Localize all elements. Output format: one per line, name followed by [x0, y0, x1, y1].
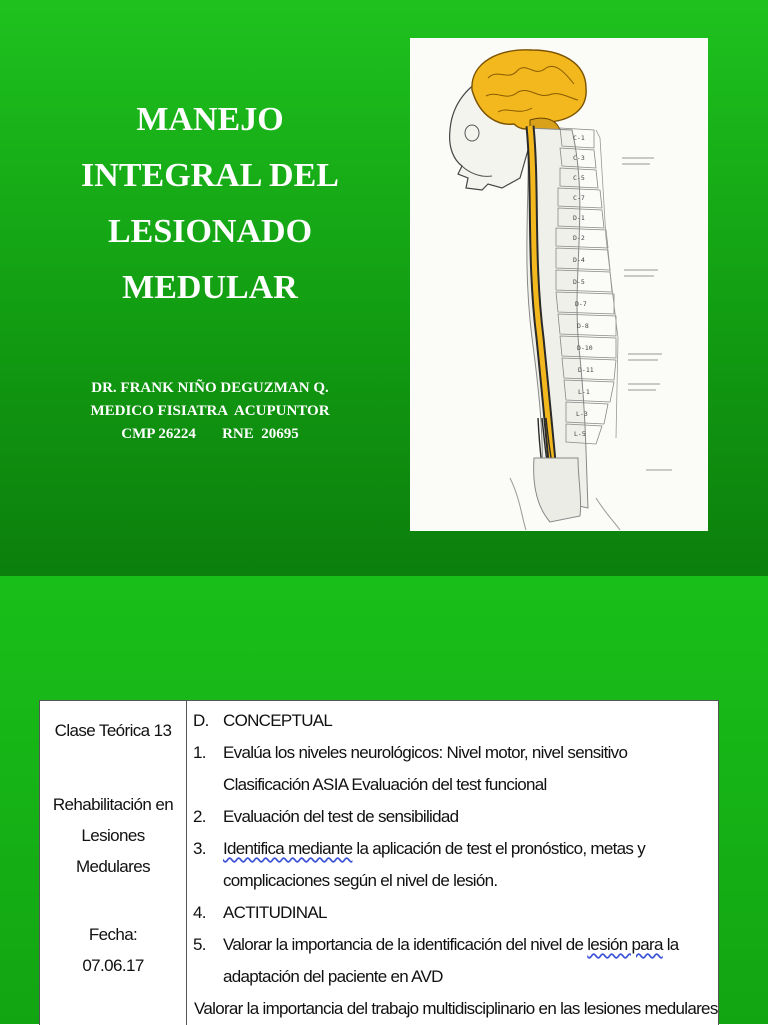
list-item: 3. Identifica mediante la aplicación de … [193, 833, 715, 897]
author-registration: CMP 26224 RNE 20695 [121, 426, 299, 442]
vertebra-label: D-4 [573, 256, 585, 264]
vertebra-label: L-5 [574, 430, 586, 438]
list-item: 2. Evaluación del test de sensibilidad [193, 801, 715, 833]
item-text: CONCEPTUAL [223, 711, 333, 730]
item-text-start: Valorar la importancia de la identificac… [223, 935, 588, 954]
date-label: Fecha: [88, 925, 138, 944]
slide-title: MANEJO INTEGRAL DEL LESIONADO MEDULAR [40, 92, 380, 316]
nerve-root-guide [595, 129, 619, 439]
spine-illustration: C-1 C-3 C-5 C-7 D-1 D-2 D-4 D-5 D-7 D-8 … [410, 38, 708, 531]
class-topic: Rehabilitación en Lesiones Medulares [40, 789, 186, 882]
class-objectives-table: Clase Teórica 13 Rehabilitación en Lesio… [39, 700, 719, 1025]
vertebra-label: D-5 [573, 278, 585, 286]
item-number: 4. [193, 903, 206, 922]
item-number: 2. [193, 807, 206, 826]
author-name: DR. FRANK NIÑO DEGUZMAN Q. [91, 380, 329, 396]
vertebra-label: D-11 [578, 366, 594, 374]
list-item: 5. Valorar la importancia de la identifi… [193, 929, 715, 993]
item-text: ACTITUDINAL [223, 903, 327, 922]
item-text: Evaluación del test de sensibilidad [223, 807, 459, 826]
spellcheck-underlined-text: lesión para [587, 935, 663, 954]
class-info-column: Clase Teórica 13 Rehabilitación en Lesio… [40, 701, 187, 1025]
vertebra-label: L-3 [576, 410, 588, 418]
author-title: MEDICO FISIATRA ACUPUNTOR [90, 403, 330, 419]
list-item: 4. ACTITUDINAL [193, 897, 715, 929]
objectives-list: D. CONCEPTUAL 1. Evalúa los niveles neur… [193, 705, 718, 1025]
sacrum [533, 457, 582, 523]
item-text: Valorar la importancia de la identificac… [223, 929, 715, 993]
brain-folds [485, 66, 579, 113]
item-text: Identifica mediante la aplicación de tes… [223, 833, 715, 897]
brain [471, 49, 587, 130]
item-text-rest: la aplicación de test el pronóstico, met… [223, 839, 646, 890]
class-date: Fecha: 07.06.17 [40, 919, 186, 981]
author-block: DR. FRANK NIÑO DEGUZMAN Q. MEDICO FISIAT… [30, 377, 390, 446]
date-value: 07.06.17 [82, 956, 144, 975]
item-number: 5. [193, 935, 206, 954]
vertebra-label: C-1 [573, 134, 585, 142]
class-number: Clase Teórica 13 [54, 721, 172, 740]
vertebra-label: D-1 [573, 214, 585, 222]
topic-line: Medulares [76, 857, 151, 876]
vertebra-label: C-7 [573, 194, 585, 202]
topic-line: Rehabilitación en [52, 795, 174, 814]
vertebra-label: C-5 [573, 174, 585, 182]
vertebra-label: D-8 [577, 322, 589, 330]
vertebra-label: D-2 [573, 234, 585, 242]
vertebra-segments [555, 127, 617, 445]
item-number: 1. [193, 743, 206, 762]
pelvis [509, 477, 621, 531]
vertebral-column [526, 127, 589, 509]
item-text: Evalúa los niveles neurológicos: Nivel m… [223, 743, 628, 794]
title-line: LESIONADO [107, 213, 313, 250]
list-item: 1. Evalúa los niveles neurológicos: Nive… [193, 737, 715, 801]
item-number: 3. [193, 839, 206, 858]
jaw [461, 165, 493, 177]
topic-line: Lesiones [81, 826, 145, 845]
spinal-cord-drawing: C-1 C-3 C-5 C-7 D-1 D-2 D-4 D-5 D-7 D-8 … [449, 49, 672, 531]
vertebra-label: C-3 [573, 154, 585, 162]
spellcheck-underlined-text: Identifica mediante [223, 839, 353, 858]
vertebra-label: D-7 [575, 300, 587, 308]
title-line: MEDULAR [122, 269, 298, 306]
vertebra-label: D-10 [577, 344, 593, 352]
vertebra-label: L-1 [578, 388, 590, 396]
closing-objective: Valorar la importancia del trabajo multi… [194, 999, 718, 1018]
list-item: D. CONCEPTUAL [193, 705, 715, 737]
side-labels [622, 157, 672, 471]
title-slide: MANEJO INTEGRAL DEL LESIONADO MEDULAR DR… [0, 0, 768, 576]
title-line: MANEJO [136, 101, 284, 138]
eye-socket [464, 124, 480, 142]
title-line: INTEGRAL DEL [81, 157, 339, 194]
item-text-rest: la adaptación del paciente en AVD [223, 935, 679, 986]
item-number: D. [193, 711, 209, 730]
